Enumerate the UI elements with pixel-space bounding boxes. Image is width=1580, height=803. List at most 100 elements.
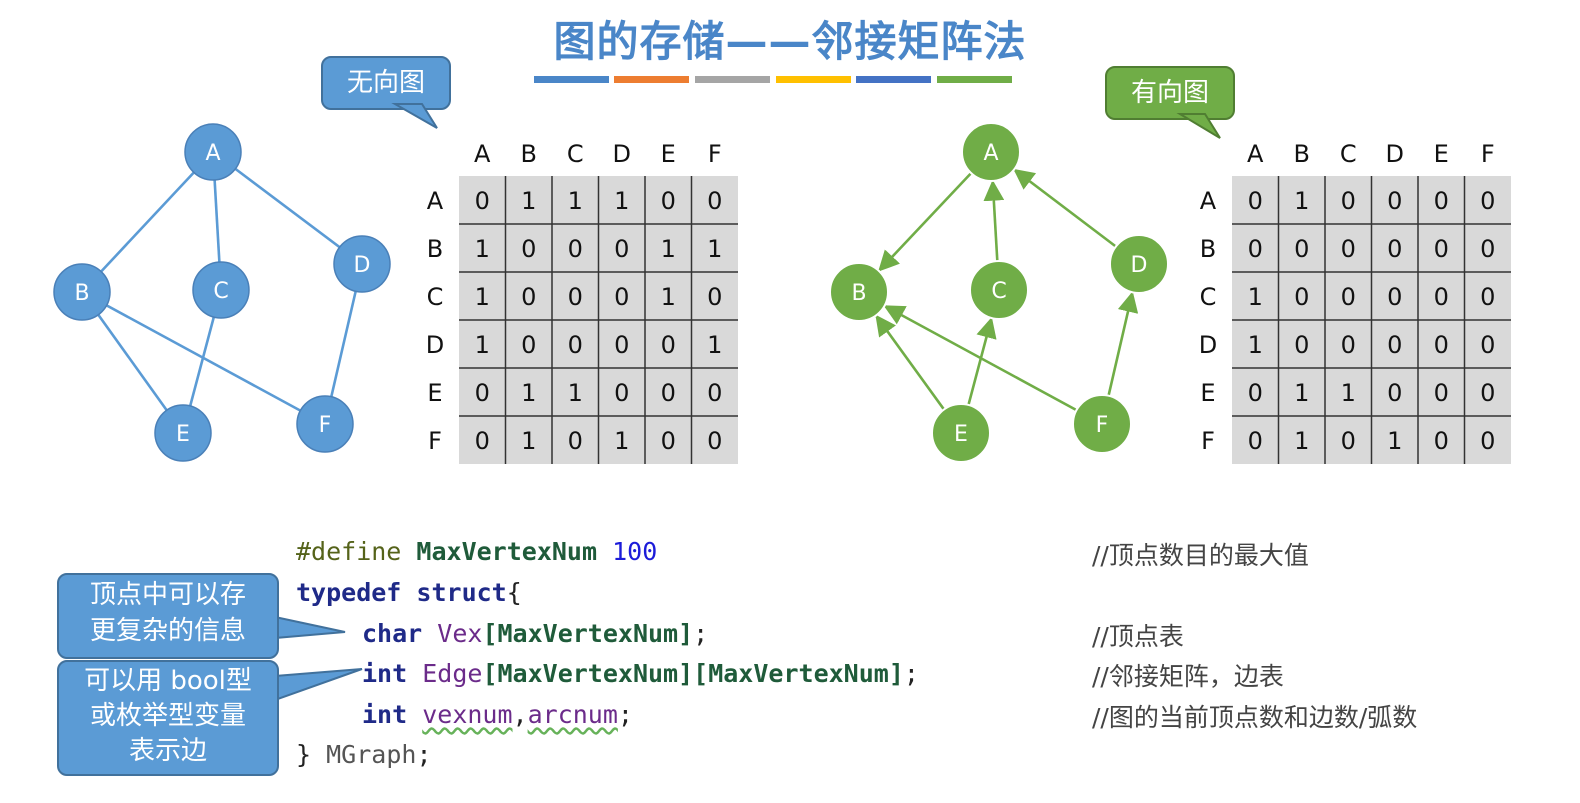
directed-label-callout: 有向图	[1105, 66, 1235, 120]
vertex-info-callout-tail	[274, 615, 346, 640]
directed-vertex-label: D	[1131, 253, 1148, 278]
undirected-matrix-cell: 1	[475, 331, 490, 359]
edge-field: Edge	[422, 659, 483, 688]
edge-type-callout: 可以用 bool型 或枚举型变量 表示边	[57, 660, 279, 776]
undirected-vertex-label: E	[176, 422, 190, 447]
directed-matrix-cell: 0	[1480, 187, 1495, 215]
directed-matrix-cell: 0	[1480, 331, 1495, 359]
directed-matrix-col-header: A	[1247, 140, 1264, 168]
directed-matrix-col-header: D	[1386, 140, 1404, 168]
title-color-bar	[534, 76, 609, 83]
char-keyword: char	[362, 619, 423, 648]
counts-semicolon: ;	[617, 700, 633, 729]
comment-adjacency-matrix: //邻接矩阵，边表	[1092, 662, 1284, 691]
define-value: 100	[612, 537, 658, 566]
code-line-edge: int Edge[MaxVertexNum][MaxVertexNum];	[362, 654, 919, 694]
undirected-matrix-cell: 1	[521, 427, 536, 455]
undirected-edge-AB	[81, 151, 214, 293]
undirected-matrix-cell: 0	[521, 331, 536, 359]
title-color-bar	[776, 76, 851, 83]
undirected-matrix-cell: 1	[568, 379, 583, 407]
struct-keyword: struct	[416, 578, 507, 607]
directed-matrix-cell: 1	[1294, 427, 1309, 455]
directed-arc-AB	[878, 171, 973, 272]
typedef-keyword: typedef	[296, 578, 402, 607]
directed-matrix-cell: 0	[1341, 331, 1356, 359]
directed-matrix-cell: 0	[1341, 235, 1356, 263]
undirected-matrix-cell: 0	[707, 283, 722, 311]
undirected-matrix-cell: 1	[521, 379, 536, 407]
undirected-matrix-cell: 0	[475, 379, 490, 407]
undirected-matrix-col-header: E	[661, 140, 676, 168]
undirected-vertex-B: B	[53, 263, 111, 321]
directed-matrix-cell: 0	[1248, 379, 1263, 407]
directed-vertex-label: A	[983, 141, 998, 166]
directed-vertex-label: B	[851, 281, 866, 306]
directed-matrix-cell: 0	[1387, 283, 1402, 311]
directed-arc-DA	[1013, 168, 1118, 249]
undirected-matrix-cell: 0	[661, 379, 676, 407]
open-brace: {	[506, 578, 522, 607]
undirected-matrix-cell: 0	[661, 427, 676, 455]
define-name: MaxVertexNum	[416, 537, 598, 566]
undirected-matrix-cell: 0	[568, 427, 583, 455]
directed-arcs	[875, 168, 1139, 412]
directed-arc-EC	[966, 316, 997, 407]
undirected-vertex-E: E	[154, 404, 212, 462]
vex-dimension: [MaxVertexNum]	[482, 619, 694, 648]
undirected-matrix-cell: 0	[475, 187, 490, 215]
directed-matrix-cell: 0	[1248, 427, 1263, 455]
directed-vertex-C: C	[969, 260, 1029, 320]
undirected-label-callout: 无向图	[321, 56, 451, 110]
directed-matrix-row-header: F	[1201, 427, 1215, 455]
title-color-bar	[614, 76, 689, 83]
directed-matrix-cell: 0	[1294, 235, 1309, 263]
directed-vertex-label: C	[991, 279, 1006, 304]
undirected-matrix-row-header: E	[427, 379, 442, 407]
comment-vertex-table: //顶点表	[1092, 622, 1184, 651]
vex-field: Vex	[437, 619, 483, 648]
undirected-vertex-A: A	[184, 123, 242, 181]
undirected-matrix-row-header: C	[427, 283, 444, 311]
edge-type-line-3: 表示边	[128, 736, 207, 766]
undirected-matrix-cell: 0	[707, 379, 722, 407]
directed-matrix-cell: 0	[1248, 187, 1263, 215]
undirected-matrix-col-header: B	[521, 140, 537, 168]
undirected-matrix-cell: 0	[568, 283, 583, 311]
undirected-matrix-cell: 1	[475, 235, 490, 263]
directed-matrix-cell: 0	[1341, 427, 1356, 455]
directed-matrix-cell: 1	[1294, 187, 1309, 215]
directed-matrix-cell: 0	[1387, 331, 1402, 359]
undirected-matrix-cell: 0	[521, 283, 536, 311]
undirected-matrix-cell: 0	[614, 235, 629, 263]
undirected-matrix-cell: 1	[521, 187, 536, 215]
directed-matrix-cell: 0	[1434, 187, 1449, 215]
directed-matrix-cell: 0	[1434, 283, 1449, 311]
directed-matrix-cell: 1	[1294, 379, 1309, 407]
undirected-matrix-cell: 1	[475, 283, 490, 311]
vertex-info-line-1: 顶点中可以存	[89, 580, 246, 610]
undirected-vertex-D: D	[333, 235, 391, 293]
undirected-matrix-row-header: D	[426, 331, 444, 359]
directed-matrix-cell: 0	[1434, 427, 1449, 455]
directed-matrix-cell: 0	[1387, 379, 1402, 407]
undirected-matrix-cell: 0	[661, 331, 676, 359]
undirected-matrix-col-header: D	[613, 140, 631, 168]
undirected-matrix-cell: 0	[568, 331, 583, 359]
vexnum-field: vexnum	[422, 700, 513, 729]
directed-matrix-row-header: C	[1200, 283, 1217, 311]
title-color-bar	[937, 76, 1012, 83]
undirected-matrix-col-header: C	[567, 140, 584, 168]
directed-matrix-row-header: A	[1200, 187, 1217, 215]
directed-matrix-cell: 0	[1480, 283, 1495, 311]
directed-matrix-cell: 0	[1480, 379, 1495, 407]
code-line-close: } MGraph;	[296, 735, 432, 775]
undirected-label: 无向图	[346, 68, 425, 98]
define-keyword: #define	[296, 537, 402, 566]
undirected-matrix-cell: 0	[661, 187, 676, 215]
